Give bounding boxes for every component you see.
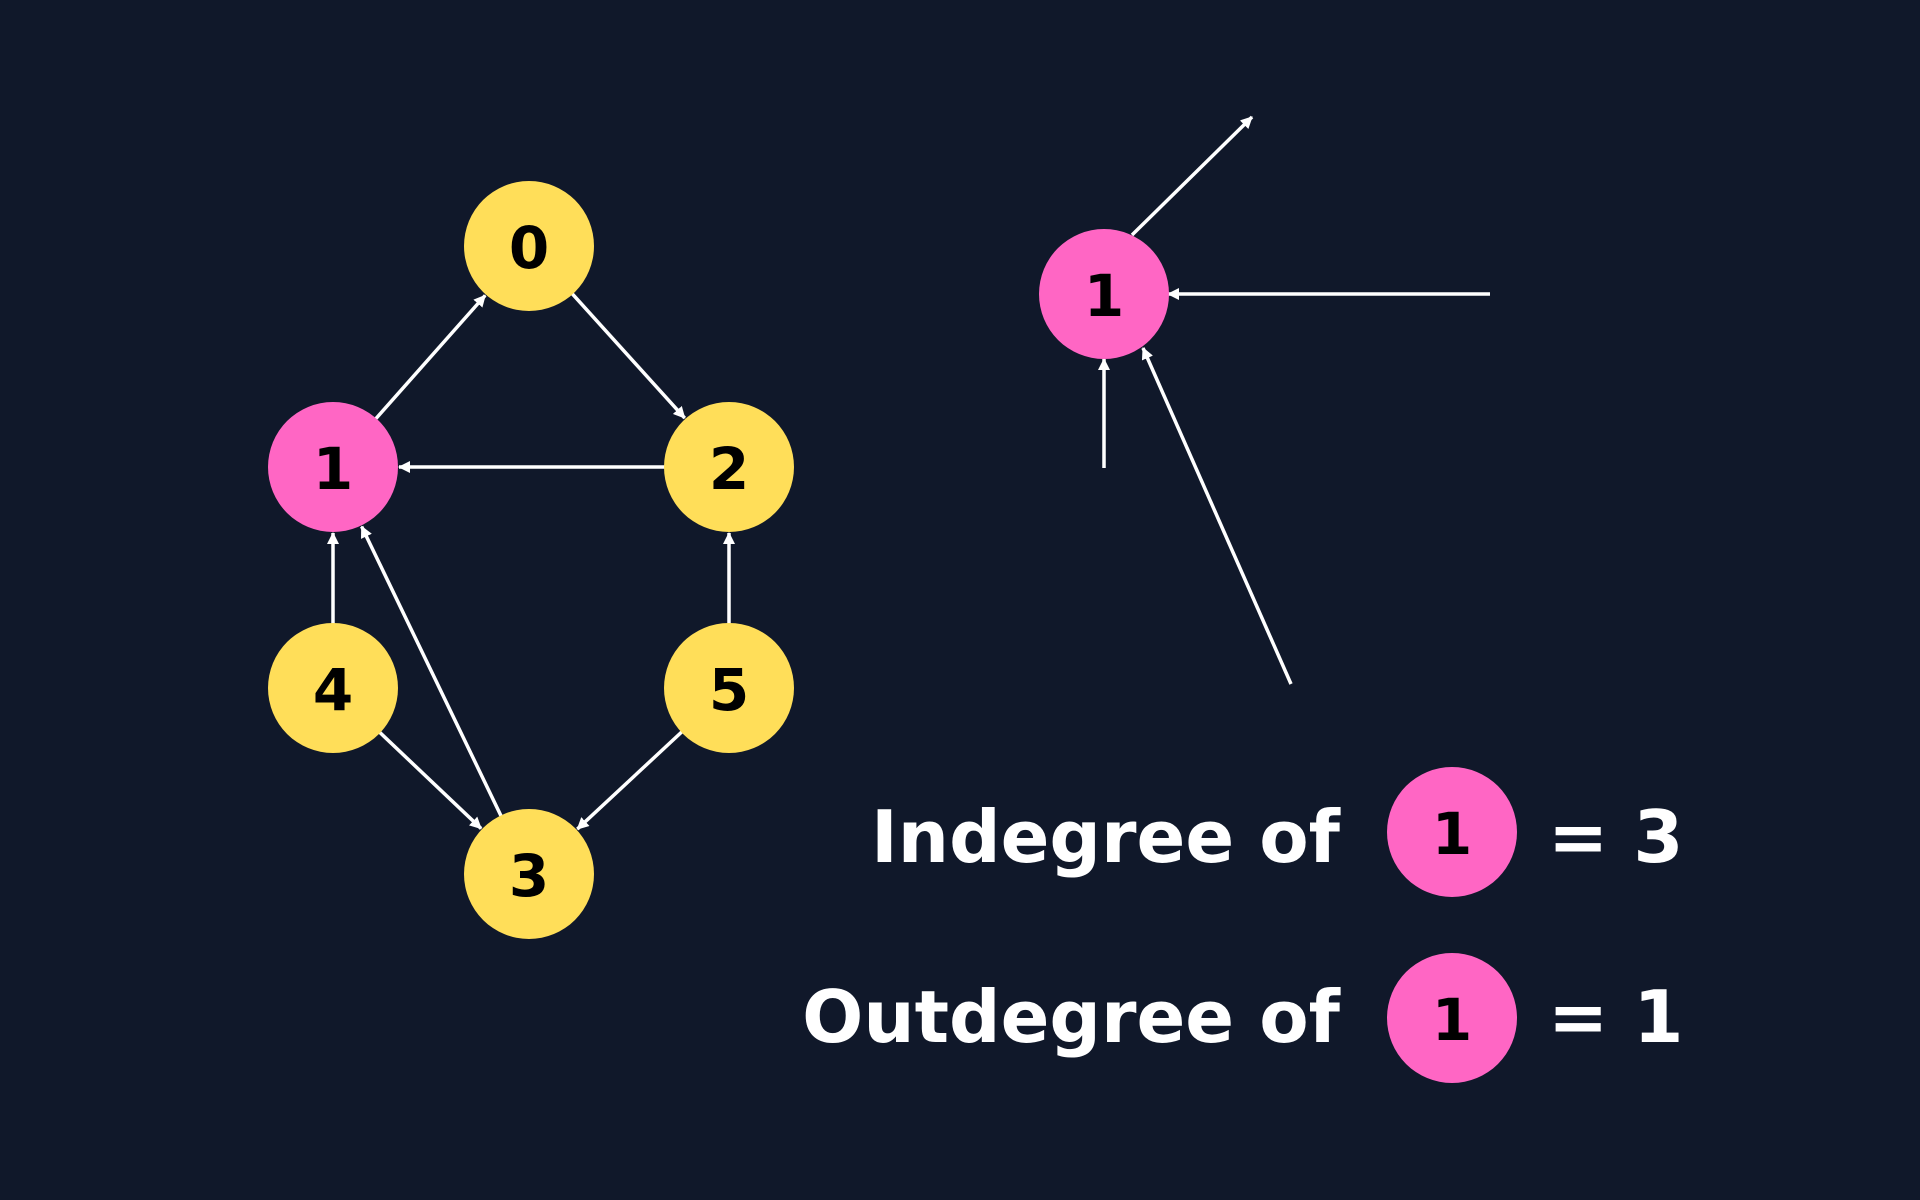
outgoing-edge [1130, 115, 1254, 237]
node-label: 1 [313, 435, 353, 503]
indegree-formula: Indegree of 1 = 3 [871, 767, 1684, 897]
indegree-node-label: 1 [1432, 800, 1472, 868]
node-label: 5 [709, 656, 749, 724]
indegree-node [1387, 767, 1517, 897]
node-circle [464, 181, 594, 311]
node-label: 4 [313, 656, 353, 724]
node-circle [268, 623, 398, 753]
edge-0-to-2 [569, 291, 687, 420]
outdegree-value: = 1 [1548, 975, 1684, 1059]
graph-node-1: 1 [268, 402, 398, 532]
node-circle [664, 623, 794, 753]
graph-node-0: 0 [464, 181, 594, 311]
graph-node-3: 3 [464, 809, 594, 939]
incoming-edge-diagonal [1141, 347, 1293, 685]
indegree-label: Indegree of [871, 795, 1341, 879]
graph-node-2: 2 [664, 402, 794, 532]
outdegree-formula: Outdegree of 1 = 1 [802, 953, 1684, 1083]
node-circle [464, 809, 594, 939]
graph-nodes: 0 1 2 3 4 5 [268, 181, 794, 939]
edge-4-to-3 [377, 730, 483, 830]
edge-3-to-1 [360, 525, 504, 818]
indegree-value: = 3 [1548, 795, 1684, 879]
outdegree-node [1387, 953, 1517, 1083]
focus-node [1039, 229, 1169, 359]
focus-diagram: 1 [1039, 115, 1490, 685]
graph-node-5: 5 [664, 623, 794, 753]
node-label: 2 [709, 435, 749, 503]
edge-5-to-3 [576, 729, 685, 831]
edge-1-to-0 [373, 294, 487, 422]
graph-node-4: 4 [268, 623, 398, 753]
outdegree-label: Outdegree of [802, 975, 1340, 1059]
node-label: 0 [509, 214, 549, 282]
outdegree-node-label: 1 [1432, 986, 1472, 1054]
node-circle [664, 402, 794, 532]
node-circle [268, 402, 398, 532]
focus-node-label: 1 [1084, 262, 1124, 330]
node-label: 3 [509, 842, 549, 910]
graph-edges [327, 291, 735, 831]
